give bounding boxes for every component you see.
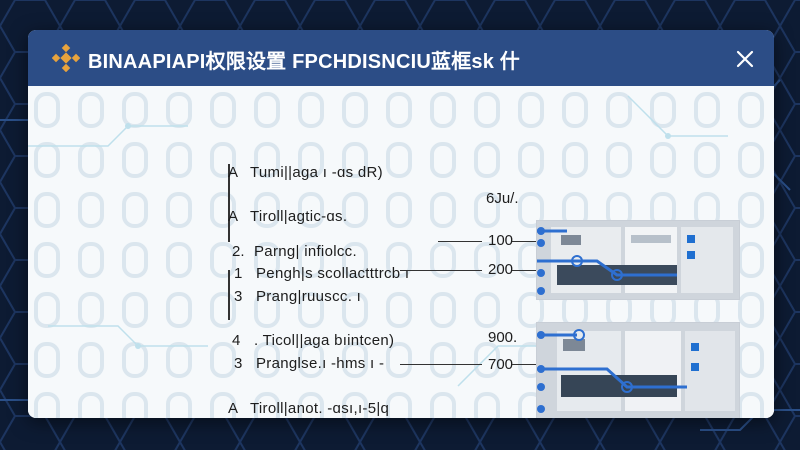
leader-line <box>512 270 540 271</box>
group-bracket <box>228 270 230 320</box>
value-header: 6Ju/. <box>486 190 519 207</box>
leader-line <box>400 270 482 271</box>
value-label: 100 <box>488 232 514 249</box>
value-label: 900. <box>488 329 518 346</box>
dialog-titlebar: BINAAPIAPI权限设置 FPCHDISNCIU蓝框sk 什 <box>28 30 774 86</box>
server-rack-image <box>536 322 740 418</box>
leader-line <box>400 364 482 365</box>
value-label: 200 <box>488 261 514 278</box>
server-rack-image <box>536 220 740 300</box>
permission-row: 2.Parng| infiolcc. <box>232 243 357 260</box>
dialog-title: BINAAPIAPI权限设置 FPCHDISNCIU蓝框sk 什 <box>88 51 520 73</box>
binance-logo-icon <box>52 44 80 72</box>
leader-line <box>512 241 540 242</box>
value-label: 700 <box>488 356 514 373</box>
leader-line <box>438 241 482 242</box>
leader-line <box>512 364 540 365</box>
group-bracket <box>228 164 230 242</box>
permission-row: 4. Ticol||aga bıintcen) <box>232 332 395 349</box>
permissions-dialog: BINAAPIAPI权限设置 FPCHDISNCIU蓝框sk 什 A <box>28 30 774 418</box>
close-icon[interactable] <box>732 46 758 72</box>
